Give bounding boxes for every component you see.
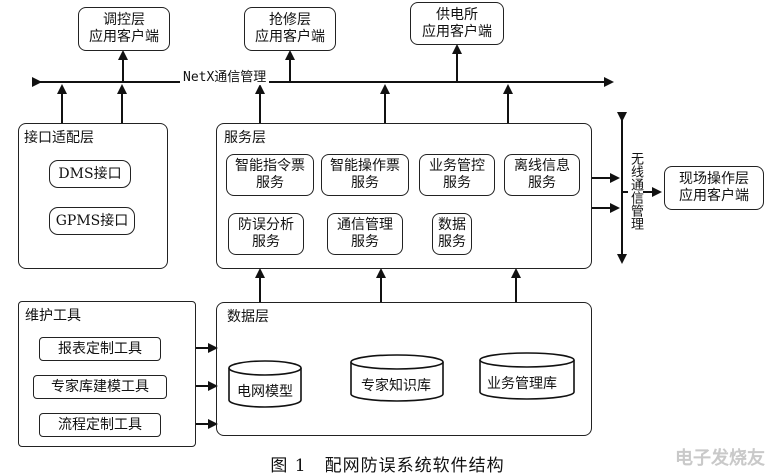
grid-model-label: 电网模型	[237, 384, 293, 400]
maintenance-tools-title: 维护工具	[25, 308, 81, 324]
figure-caption: 图 1 配网防误系统软件结构	[270, 456, 505, 476]
business-control-service: 业务管控 服务	[419, 154, 495, 196]
service-layer: 服务层 智能指令票 服务 智能操作票 服务 业务管控 服务 离线信息 服务 防误…	[216, 123, 592, 269]
interface-layer: 接口适配层 DMS接口 GPMS接口	[18, 123, 168, 269]
service-layer-title: 服务层	[224, 130, 266, 146]
dispatch-client: 调控层 应用客户端	[78, 7, 170, 51]
smart-operation-service: 智能操作票 服务	[321, 154, 409, 196]
supply-client: 供电所 应用客户端	[410, 2, 504, 45]
interface-layer-title: 接口适配层	[24, 130, 94, 146]
maintenance-tools: 维护工具 报表定制工具 专家库建模工具 流程定制工具	[18, 301, 196, 447]
data-layer: 数据层	[216, 302, 592, 436]
anti-error-analysis-service: 防误分析 服务	[228, 213, 304, 255]
comm-management-service: 通信管理 服务	[327, 213, 403, 255]
repair-client: 抢修层 应用客户端	[244, 7, 336, 51]
flow-customize-tool: 流程定制工具	[39, 413, 161, 437]
grid-model-db	[228, 360, 302, 408]
gpms-interface: GPMS接口	[49, 207, 135, 235]
data-layer-title: 数据层	[227, 309, 269, 325]
expert-knowledge-label: 专家知识库	[361, 378, 431, 394]
business-mgmt-label: 业务管理库	[487, 376, 557, 392]
smart-ticket-service: 智能指令票 服务	[226, 154, 314, 196]
business-mgmt-db	[479, 352, 575, 400]
wireless-comm-label: 无线通信管理	[628, 150, 643, 232]
data-service: 数据 服务	[432, 213, 472, 255]
offline-info-service: 离线信息 服务	[504, 154, 580, 196]
expert-db-modeling-tool: 专家库建模工具	[33, 375, 167, 399]
watermark-logo: 电子发烧友	[675, 448, 765, 469]
report-customize-tool: 报表定制工具	[39, 337, 161, 361]
dms-interface: DMS接口	[49, 160, 131, 188]
netx-bus-label: NetX通信管理	[180, 66, 270, 85]
expert-knowledge-db	[350, 354, 444, 402]
field-operation-client: 现场操作层 应用客户端	[664, 166, 764, 210]
